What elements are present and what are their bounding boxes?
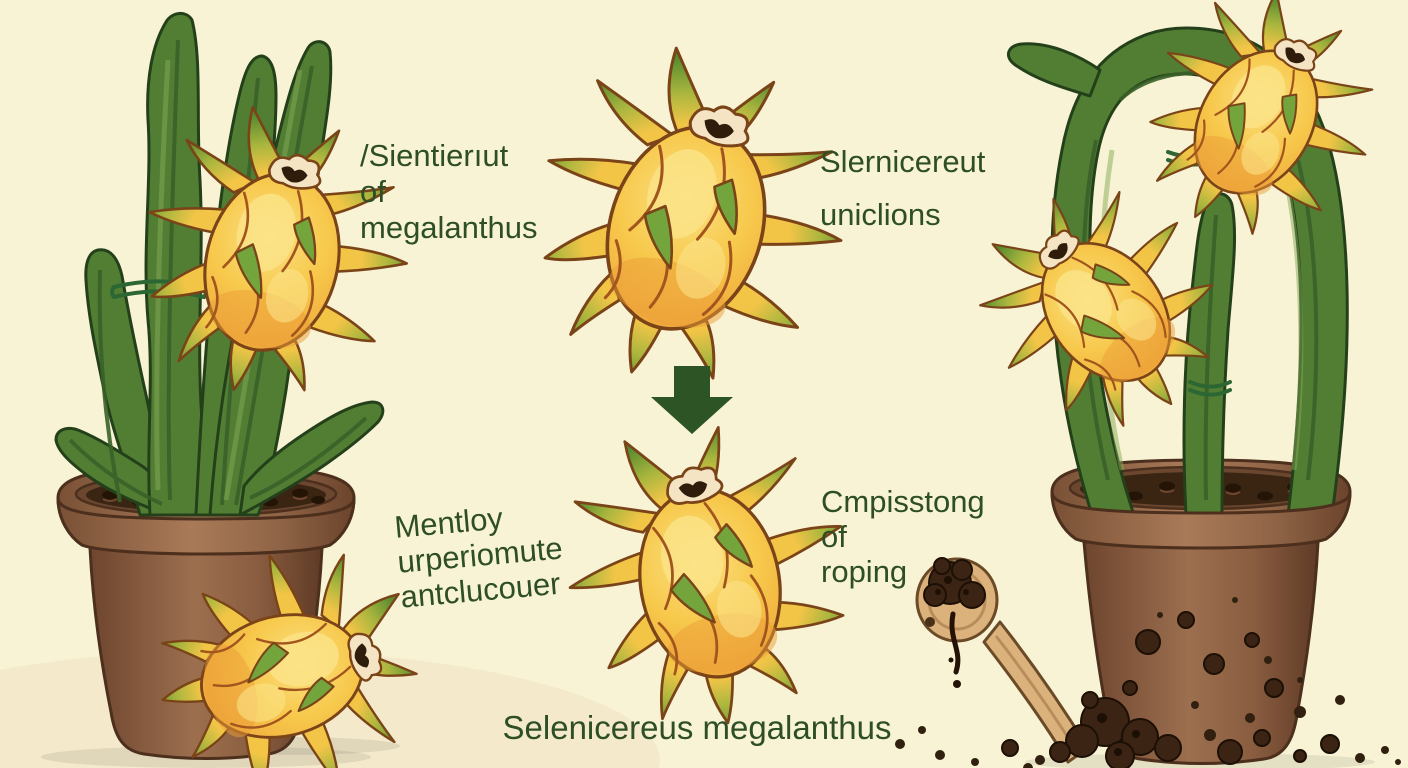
- label-line: uniclions: [820, 197, 941, 232]
- label-mid-right: Cmpisstong of roping: [821, 484, 985, 589]
- label-mid-left: Mentloy urperiomute antclucouer: [393, 496, 567, 615]
- left-pot-rim-front: [56, 497, 356, 556]
- right-pot-rim-front: [1050, 491, 1352, 550]
- right-pot-body: [1082, 540, 1320, 765]
- soil-drip: [949, 611, 961, 675]
- label-line: of: [360, 174, 386, 209]
- label-line: Slernicereut: [820, 144, 986, 179]
- label-top-left: /Sientierıut of megalanthus: [360, 138, 538, 246]
- label-line: /Sientierıut: [360, 138, 509, 173]
- soil-on-scoop: [923, 557, 986, 609]
- down-arrow-icon: [651, 366, 733, 434]
- label-line: Cmpisstong: [821, 484, 985, 519]
- right-potted-cactus: [895, 0, 1408, 768]
- caption-species-name: Selenicereus megalanthus: [502, 709, 892, 746]
- left-potted-cactus: [54, 12, 442, 768]
- label-top-right: Slernicereut uniclions: [820, 144, 985, 233]
- soil-crumbs: [895, 597, 1401, 768]
- soil-spill: [1001, 611, 1340, 768]
- wooden-scoop: [915, 557, 1090, 764]
- right-cactus-arch: [1006, 26, 1349, 517]
- label-line: megalanthus: [360, 210, 538, 245]
- label-line: roping: [821, 554, 908, 589]
- center-sequence: [492, 19, 884, 748]
- label-line: of: [821, 519, 847, 554]
